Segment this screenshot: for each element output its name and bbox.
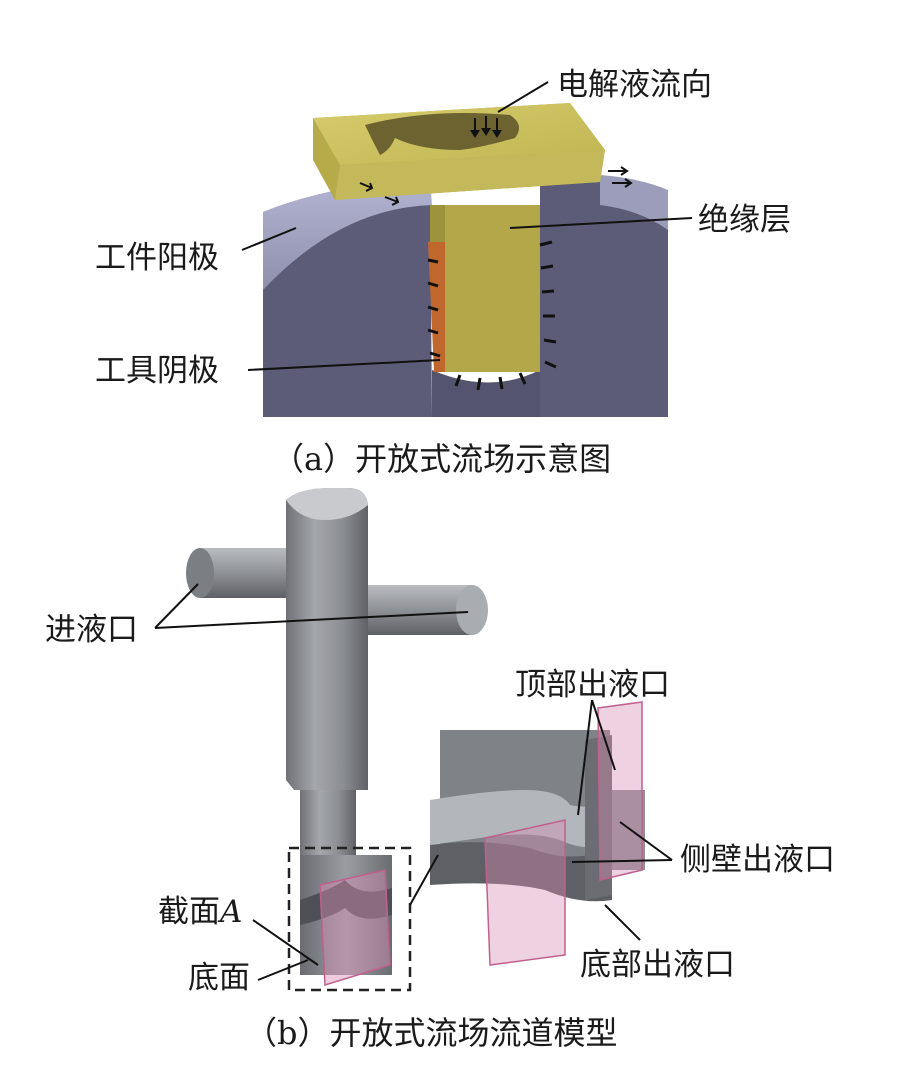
label-insulation-layer: 绝缘层 bbox=[698, 202, 791, 238]
caption-a: （a）开放式流场示意图 bbox=[272, 440, 611, 478]
leader-electrolyte-flow bbox=[497, 81, 549, 113]
leader-inlet-left bbox=[154, 583, 199, 629]
flow-arrows bbox=[359, 116, 633, 391]
flow-channel-model bbox=[186, 488, 645, 987]
leader-bottom-outlet bbox=[604, 904, 641, 941]
detail-connector bbox=[409, 854, 439, 906]
insulation-layer bbox=[313, 103, 605, 372]
leader-side-outlet-1 bbox=[571, 859, 673, 863]
label-tool-cathode: 工具阴极 bbox=[95, 353, 219, 389]
leader-tool-cathode bbox=[247, 359, 441, 371]
panel-b: 进液口 顶部出液口 侧壁出液口 截面A 底面 底部出液口 （b）开放式流场流道模… bbox=[45, 488, 835, 1052]
label-bottom-outlet: 底部出液口 bbox=[580, 947, 735, 983]
label-electrolyte-flow: 电解液流向 bbox=[557, 67, 712, 103]
leader-insulation-layer bbox=[509, 217, 693, 229]
leader-inlet-right bbox=[154, 611, 469, 629]
leader-section bbox=[252, 919, 319, 966]
leader-side-outlet-2 bbox=[619, 821, 673, 861]
label-side-wall-outlet: 侧壁出液口 bbox=[680, 842, 835, 878]
caption-b: （b）开放式流场流道模型 bbox=[245, 1014, 618, 1052]
leader-workpiece-anode bbox=[241, 227, 297, 251]
label-section-letter: A bbox=[217, 894, 242, 930]
label-workpiece-anode: 工件阳极 bbox=[95, 240, 219, 276]
label-section-text: 截面 bbox=[158, 894, 220, 930]
leader-top-outlet-2 bbox=[591, 699, 616, 771]
label-top-outlet: 顶部出液口 bbox=[515, 667, 670, 703]
detail-box bbox=[287, 846, 412, 992]
leader-bottom-face bbox=[257, 959, 309, 981]
panel-a: 电解液流向 绝缘层 工件阳极 工具阴极 （a）开放式流场示意图 bbox=[95, 67, 791, 478]
label-section: 截面A bbox=[158, 894, 242, 930]
tool-cathode bbox=[428, 236, 445, 372]
label-inlet: 进液口 bbox=[45, 612, 138, 648]
label-bottom-face: 底面 bbox=[188, 960, 250, 996]
leader-top-outlet-1 bbox=[577, 699, 593, 816]
